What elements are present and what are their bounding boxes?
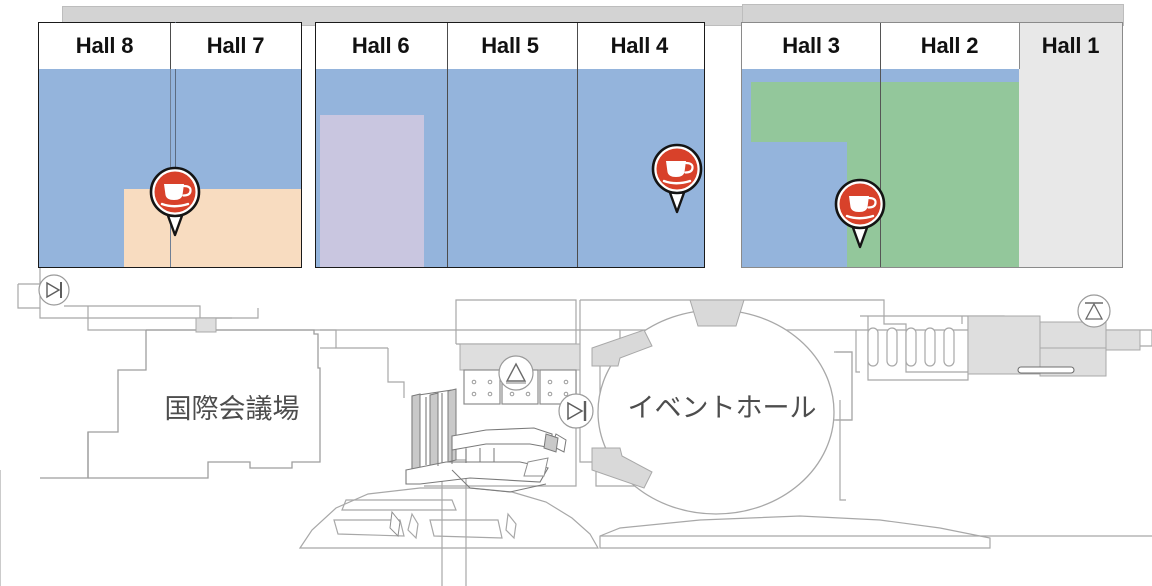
cafe-marker-hall-3[interactable] bbox=[832, 175, 888, 249]
escalator-icon-west[interactable] bbox=[38, 274, 70, 306]
hall-label-hall-7[interactable]: Hall 7 bbox=[206, 33, 265, 58]
hall-floor-center bbox=[316, 69, 704, 267]
hall-3-2-green-zone-body bbox=[847, 82, 1019, 267]
coffee-cup-icon bbox=[845, 196, 877, 220]
elevator-icon-center[interactable] bbox=[498, 355, 534, 391]
hall-label-hall-4[interactable]: Hall 4 bbox=[610, 33, 669, 58]
coffee-cup-icon bbox=[160, 184, 192, 208]
cafe-marker-hall-8[interactable] bbox=[147, 163, 203, 237]
hall-block-center: Hall 6 Hall 5 Hall 4 bbox=[315, 22, 705, 268]
hall-label-strip-east: Hall 3 Hall 2 Hall 1 bbox=[742, 23, 1122, 69]
event-hall-label: イベントホール bbox=[628, 393, 817, 423]
hall-label-hall-5[interactable]: Hall 5 bbox=[481, 33, 539, 58]
hall-divider-3-2 bbox=[880, 23, 881, 267]
cafe-marker-hall-4[interactable] bbox=[649, 140, 705, 214]
hall-label-hall-8[interactable]: Hall 8 bbox=[75, 33, 134, 58]
coffee-cup-icon bbox=[662, 161, 694, 185]
elevator-icon-east[interactable] bbox=[1077, 294, 1111, 328]
hall-divider-5-4 bbox=[577, 23, 578, 267]
hall-divider-6-5 bbox=[447, 23, 448, 267]
hall-6-lavender-zone bbox=[320, 115, 424, 267]
hall-divider-8-7 bbox=[170, 23, 171, 69]
hall-label-hall-6[interactable]: Hall 6 bbox=[351, 33, 410, 58]
pin-stem-hall-8 bbox=[175, 22, 176, 182]
hall-block-east: Hall 3 Hall 2 Hall 1 bbox=[741, 22, 1123, 268]
escalator-icon-center[interactable] bbox=[558, 393, 594, 429]
hall-label-hall-1[interactable]: Hall 1 bbox=[1019, 23, 1122, 69]
hall-label-hall-2[interactable]: Hall 2 bbox=[920, 33, 979, 58]
hall-label-hall-3[interactable]: Hall 3 bbox=[782, 33, 840, 58]
conference-hall-label: 国際会議場 bbox=[165, 394, 300, 424]
hall-divider-2-1 bbox=[1019, 23, 1020, 69]
hall-floor-east bbox=[742, 23, 1122, 267]
hall-label-strip-center: Hall 6 Hall 5 Hall 4 bbox=[316, 23, 704, 69]
